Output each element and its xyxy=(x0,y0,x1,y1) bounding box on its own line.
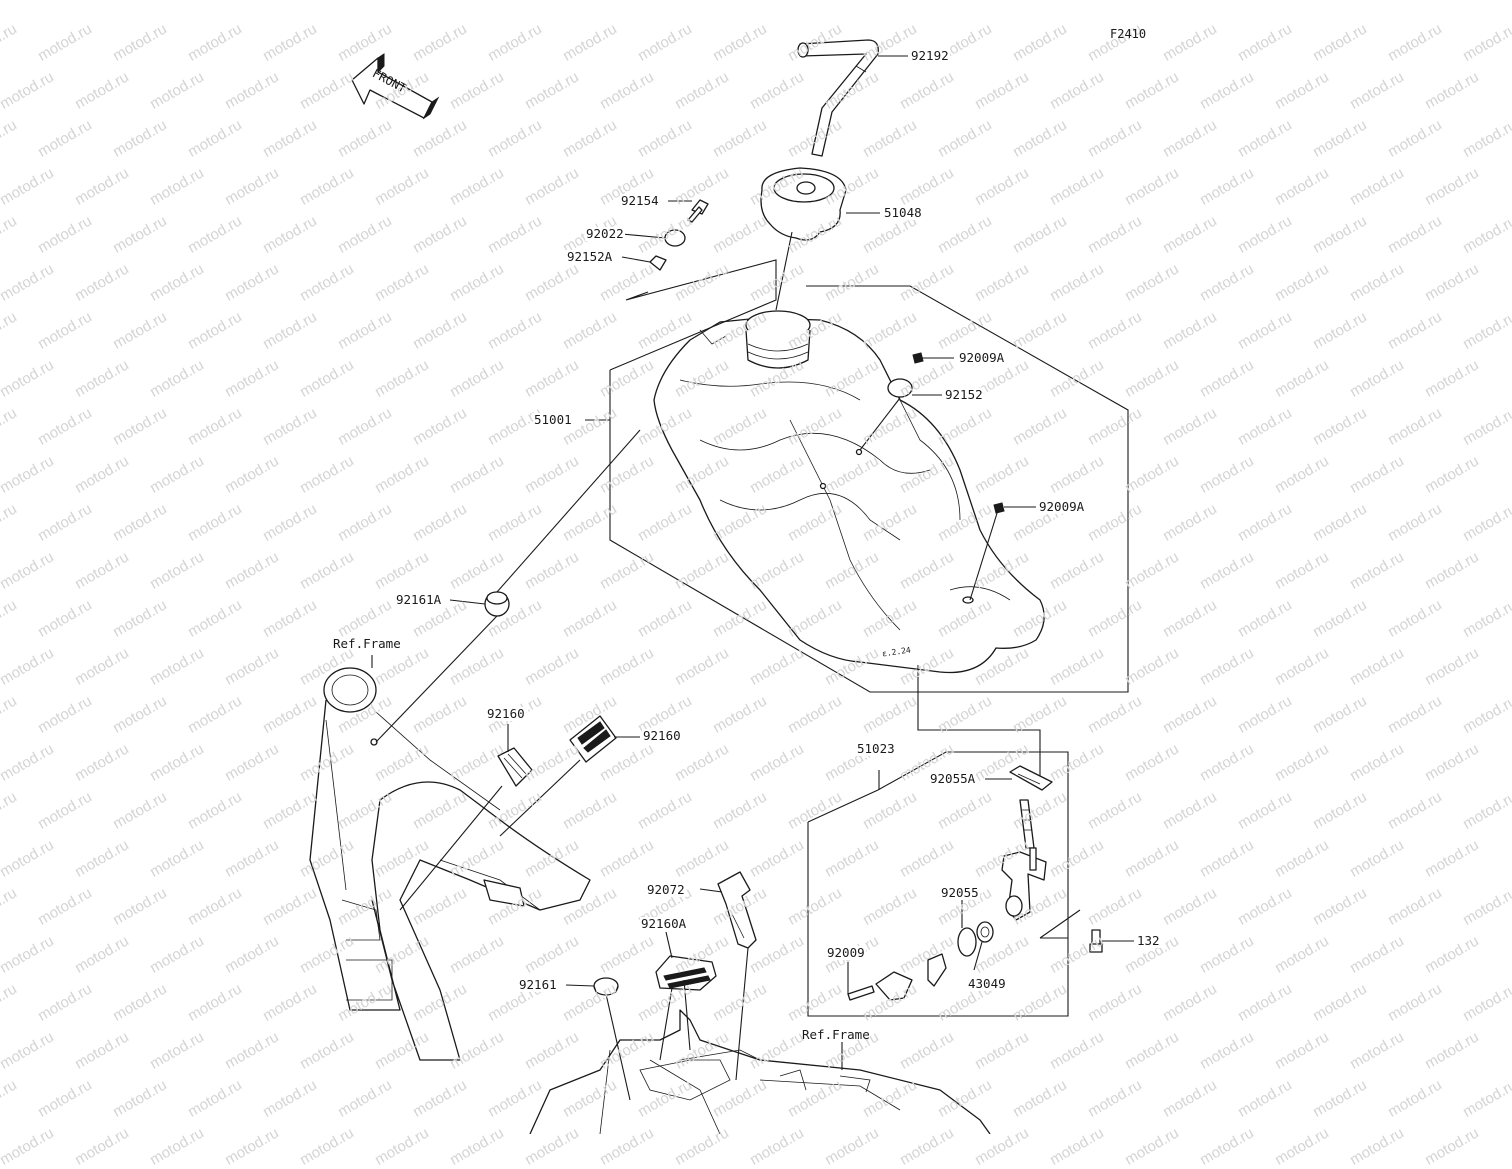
washer-92022 xyxy=(664,229,686,247)
leader-lines xyxy=(371,55,1134,1101)
bolt-92154 xyxy=(687,199,709,223)
callout-132[interactable]: 132 xyxy=(1136,933,1161,948)
cock-plate xyxy=(875,953,947,1001)
callout-92161A[interactable]: 92161A xyxy=(395,592,443,607)
damper-92152 xyxy=(887,378,913,398)
fuel-cap-51048 xyxy=(760,167,847,241)
filter-43049 xyxy=(976,921,994,943)
damper-92161 xyxy=(593,977,619,996)
callout-51023[interactable]: 51023 xyxy=(856,741,896,756)
callout-92152A[interactable]: 92152A xyxy=(566,249,614,264)
ref-frame-label-upper: Ref.Frame xyxy=(333,636,401,651)
front-arrow-icon: FRONT xyxy=(351,53,440,120)
damper-92161A xyxy=(484,591,510,617)
bolt-92009A-top xyxy=(912,352,924,364)
callout-51001[interactable]: 51001 xyxy=(533,412,573,427)
callout-92009[interactable]: 92009 xyxy=(826,945,866,960)
callout-92055A[interactable]: 92055A xyxy=(929,771,977,786)
parts-diagram-canvas: FRONT ε.2.24 xyxy=(309,39,1134,1134)
callout-92160-left[interactable]: 92160 xyxy=(486,706,526,721)
pad-92160A xyxy=(655,955,717,991)
fuel-tank-51001: ε.2.24 xyxy=(653,310,1045,674)
pad-92160-right xyxy=(569,715,617,763)
frame-lower xyxy=(529,1009,991,1134)
breather-hose-92192 xyxy=(797,39,879,157)
band-92072 xyxy=(717,871,757,949)
frame-upper xyxy=(309,667,591,1061)
callout-92009A-top[interactable]: 92009A xyxy=(958,350,1006,365)
oring-92055 xyxy=(957,927,977,957)
bolt-132 xyxy=(1089,929,1103,953)
diagram-code: F2410 xyxy=(1110,27,1147,41)
callout-92009A-rear[interactable]: 92009A xyxy=(1038,499,1086,514)
callout-92055[interactable]: 92055 xyxy=(940,885,980,900)
gasket-92055A xyxy=(1009,765,1053,791)
callout-92160A[interactable]: 92160A xyxy=(640,916,688,931)
callout-92072[interactable]: 92072 xyxy=(646,882,686,897)
collar-92152A xyxy=(649,255,667,271)
svg-text:ε.2.24: ε.2.24 xyxy=(881,646,911,659)
callout-92152[interactable]: 92152 xyxy=(944,387,984,402)
ref-frame-label-lower: Ref.Frame xyxy=(802,1027,870,1042)
callout-51048[interactable]: 51048 xyxy=(883,205,923,220)
callout-92154[interactable]: 92154 xyxy=(620,193,660,208)
callout-92022[interactable]: 92022 xyxy=(585,226,625,241)
callout-92161[interactable]: 92161 xyxy=(518,977,558,992)
pad-92160-left xyxy=(497,747,533,787)
callout-43049[interactable]: 43049 xyxy=(967,976,1007,991)
bolt-92009A-rear xyxy=(993,502,1005,514)
fuel-cock-51023 xyxy=(1001,799,1047,921)
callout-92160-right[interactable]: 92160 xyxy=(642,728,682,743)
bolt-92009-cock xyxy=(847,985,875,1001)
assembly-outline-lines xyxy=(609,259,1129,1017)
callout-92192[interactable]: 92192 xyxy=(910,48,950,63)
